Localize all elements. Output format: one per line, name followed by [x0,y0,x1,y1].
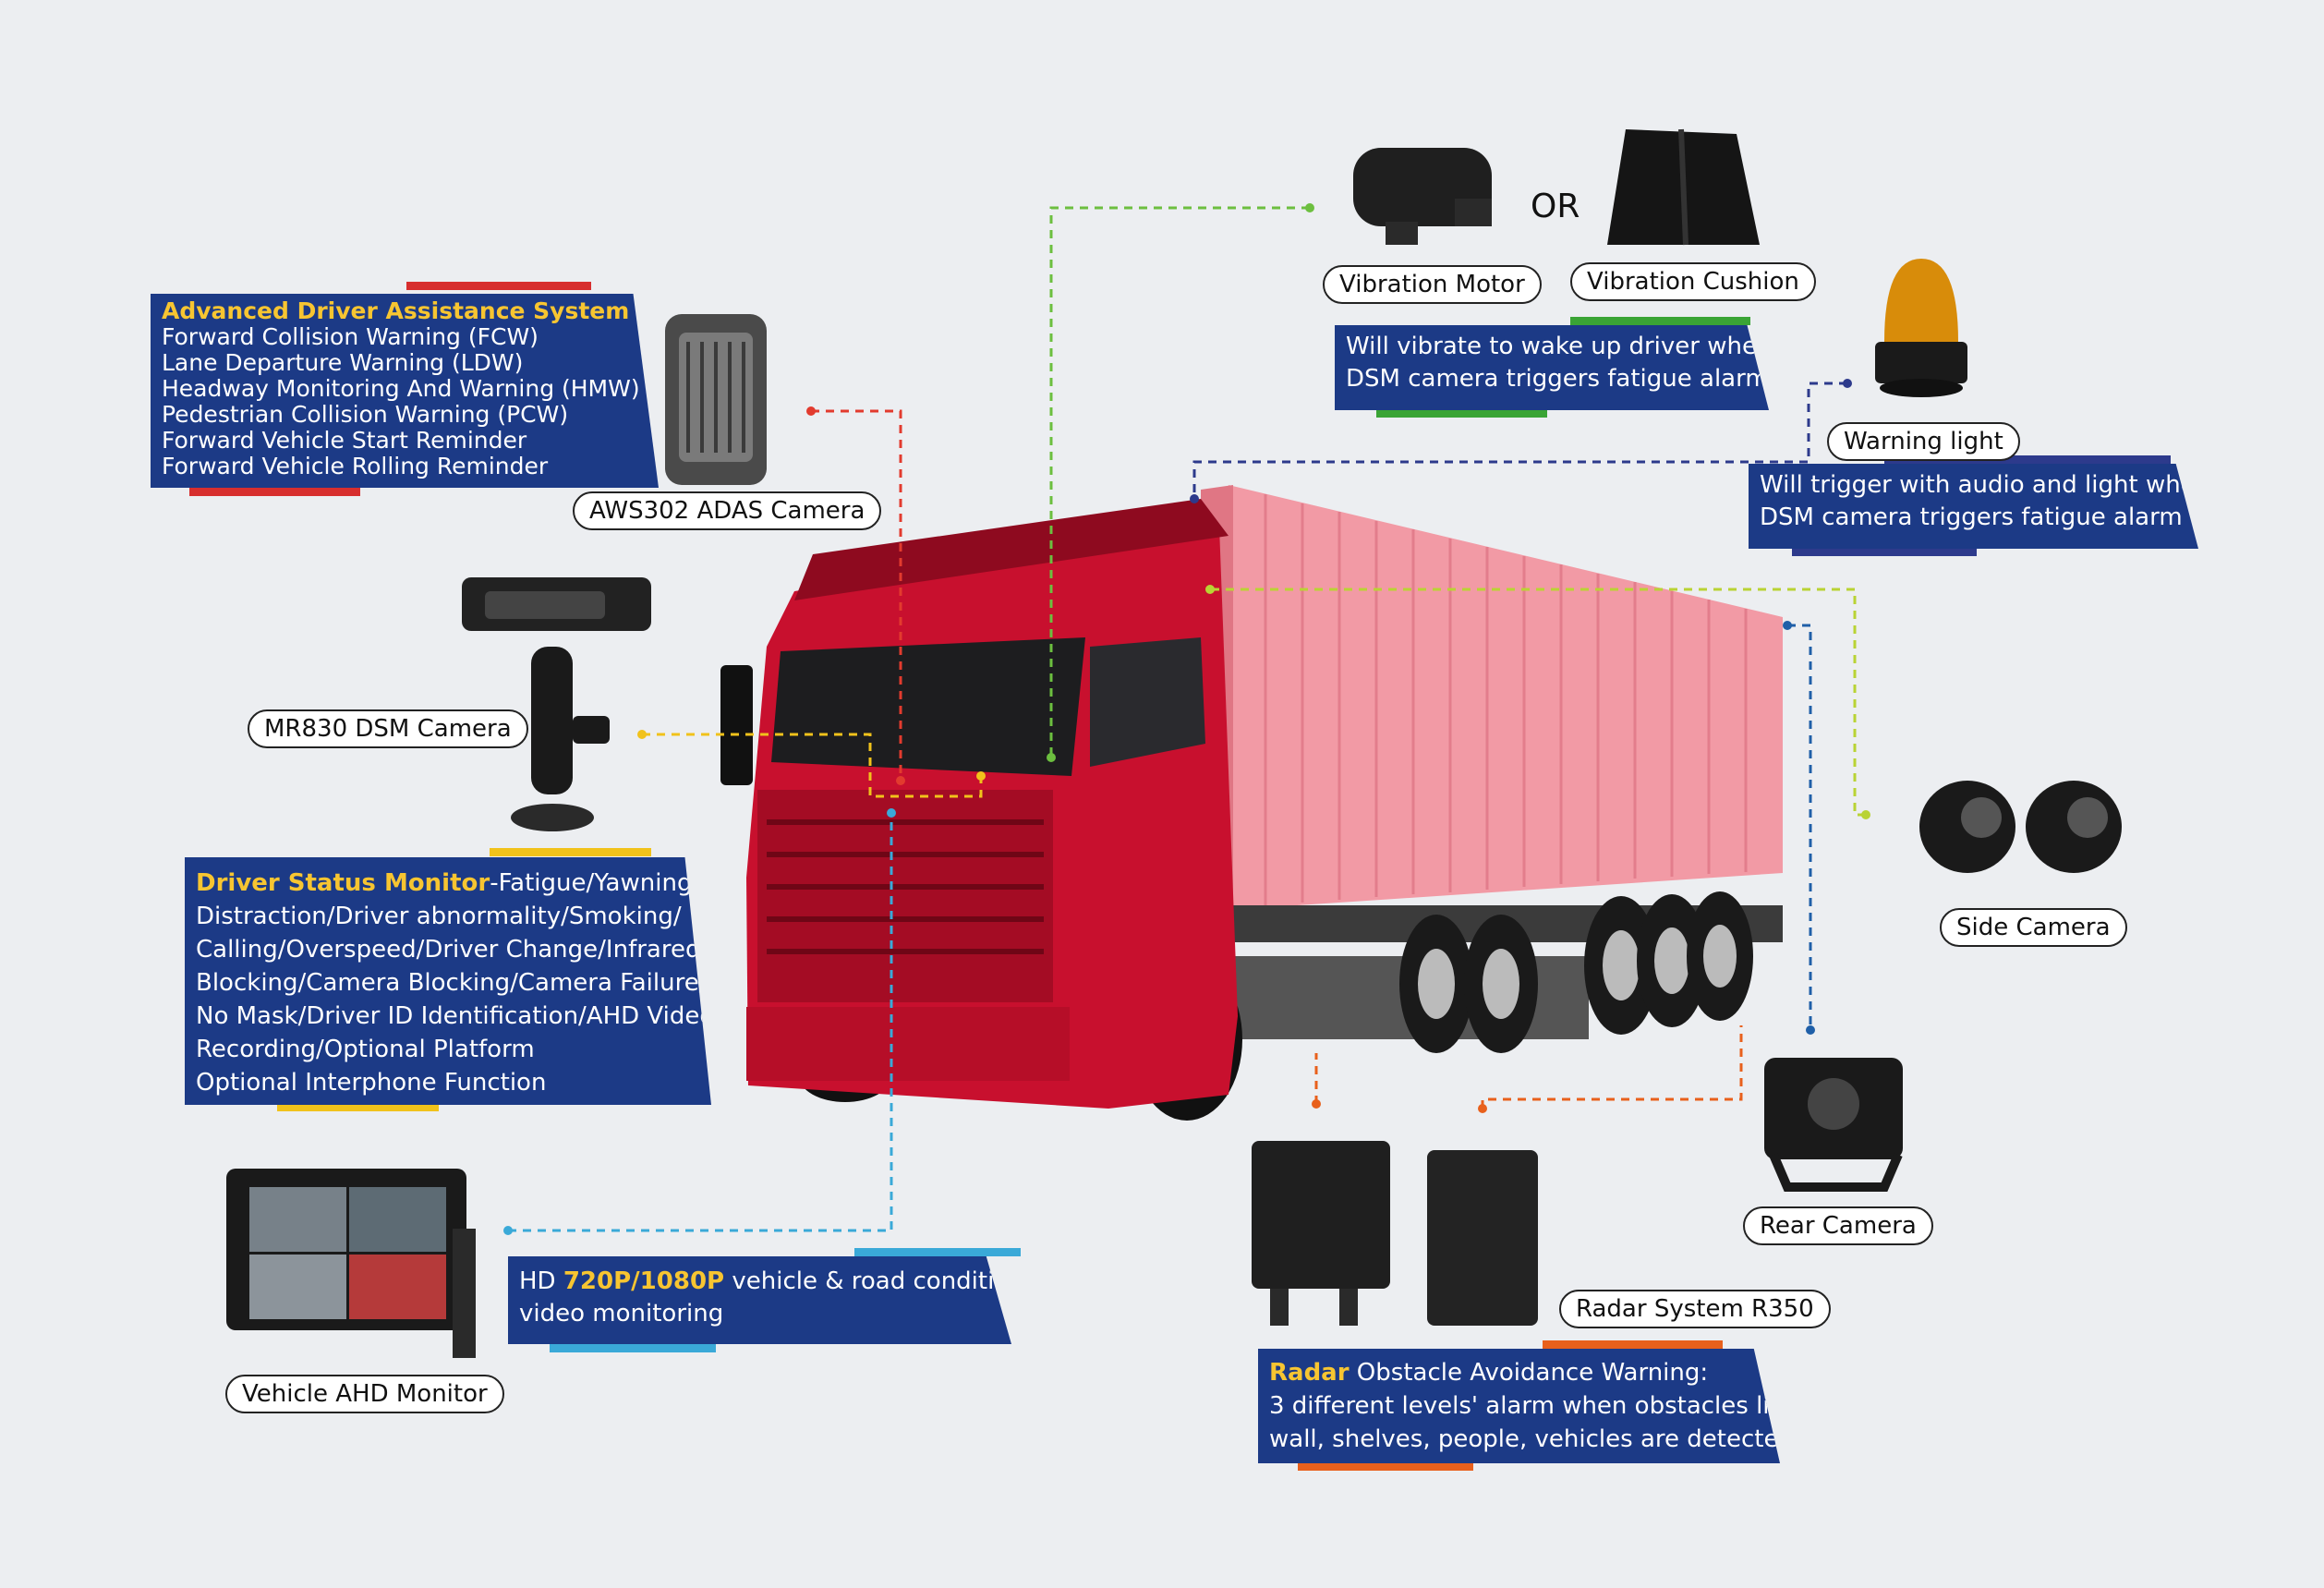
connector-rear-camera [1787,624,1812,1030]
warning-light-feature-panel: Will trigger with audio and light when D… [1749,464,2198,549]
adas-feature-fcw: Forward Collision Warning (FCW) [162,323,539,350]
connector-adas [811,409,902,781]
connector-vibration [1049,206,1310,758]
radar-title: Radar [1269,1359,1350,1387]
dsm-feature-panel: Driver Status Monitor-Fatigue/Yawning/ D… [185,857,711,1105]
connector-warning-light [1192,382,1847,499]
front-bumper [746,1007,1070,1081]
dsm-desc-line-5: No Mask/Driver ID Identification/AHD Vid… [196,1002,715,1030]
side-window [1090,637,1205,767]
adas-feature-start-reminder: Forward Vehicle Start Reminder [162,427,527,454]
adas-feature-ldw: Lane Departure Warning (LDW) [162,349,524,376]
ahd-monitor-image [226,1169,476,1358]
side-camera-label: Side Camera [1940,908,2127,947]
vibration-motor-image [1353,148,1492,245]
rear-camera-label: Rear Camera [1743,1206,1933,1245]
adas-camera-label: AWS302 ADAS Camera [573,491,882,530]
dsm-camera-label: MR830 DSM Camera [248,709,528,748]
vibration-feature-panel: Will vibrate to wake up driver when DSM … [1335,325,1769,410]
grille [757,790,1053,1002]
radar-unit-image [1252,1141,1538,1326]
warning-light-desc-line-2: DSM camera triggers fatigue alarm [1760,503,2183,531]
monitor-text-line2: video monitoring [519,1300,724,1327]
radar-feature-panel: Radar Obstacle Avoidance Warning: 3 diff… [1258,1349,1780,1463]
vibration-cushion-image [1607,128,1760,246]
dsm-desc-line-1: -Fatigue/Yawning/ [490,869,701,897]
warning-light-image [1875,259,1967,397]
dsm-title: Driver Status Monitor [196,869,490,897]
monitor-feature-panel: HD 720P/1080P vehicle & road conditions … [508,1256,1011,1344]
monitor-text-suffix: vehicle & road conditions [724,1267,1037,1295]
adas-feature-pcw: Pedestrian Collision Warning (PCW) [162,401,569,428]
or-text: OR [1531,188,1580,225]
connector-dsm [642,733,983,798]
vibration-desc-line-2: DSM camera triggers fatigue alarm [1346,365,1769,393]
dsm-desc-line-6: Recording/Optional Platform [196,1036,535,1063]
dsm-camera-image [462,577,651,831]
ahd-monitor-label: Vehicle AHD Monitor [225,1375,504,1413]
vibration-motor-label: Vibration Motor [1323,265,1542,304]
adas-title: Advanced Driver Assistance System [162,297,630,324]
container-body [1229,485,1783,910]
dsm-desc-line-4: Blocking/Camera Blocking/Camera Failure/ [196,969,708,997]
adas-feature-panel: Advanced Driver Assistance System Forwar… [151,294,659,488]
adas-feature-rolling-reminder: Forward Vehicle Rolling Reminder [162,453,549,479]
rear-camera-image [1764,1058,1903,1192]
radar-system-label: Radar System R350 [1559,1290,1831,1328]
warning-light-label: Warning light [1827,422,2020,461]
vibration-cushion-label: Vibration Cushion [1570,262,1816,301]
side-camera-image [1919,781,2122,873]
dsm-desc-line-7: Optional Interphone Function [196,1069,547,1097]
vibration-desc-line-1: Will vibrate to wake up driver when [1346,333,1773,360]
radar-line-2: 3 different levels' alarm when obstacles… [1269,1392,1797,1420]
adas-camera-image [665,314,767,485]
monitor-text-prefix: HD [519,1267,563,1295]
dsm-desc-line-3: Calling/Overspeed/Driver Change/Infrared [196,936,701,964]
connector-side-camera [1210,588,1866,817]
adas-feature-hmw: Headway Monitoring And Warning (HMW) [162,375,640,402]
radar-line-3: wall, shelves, people, vehicles are dete… [1269,1425,1794,1453]
truck-illustration [720,485,1783,1121]
windshield [771,637,1085,776]
warning-light-desc-line-1: Will trigger with audio and light when [1760,471,2211,499]
monitor-resolution: 720P/1080P [563,1267,725,1295]
radar-line-1: Obstacle Avoidance Warning: [1349,1359,1709,1387]
dsm-desc-line-2: Distraction/Driver abnormality/Smoking/ [196,903,682,930]
